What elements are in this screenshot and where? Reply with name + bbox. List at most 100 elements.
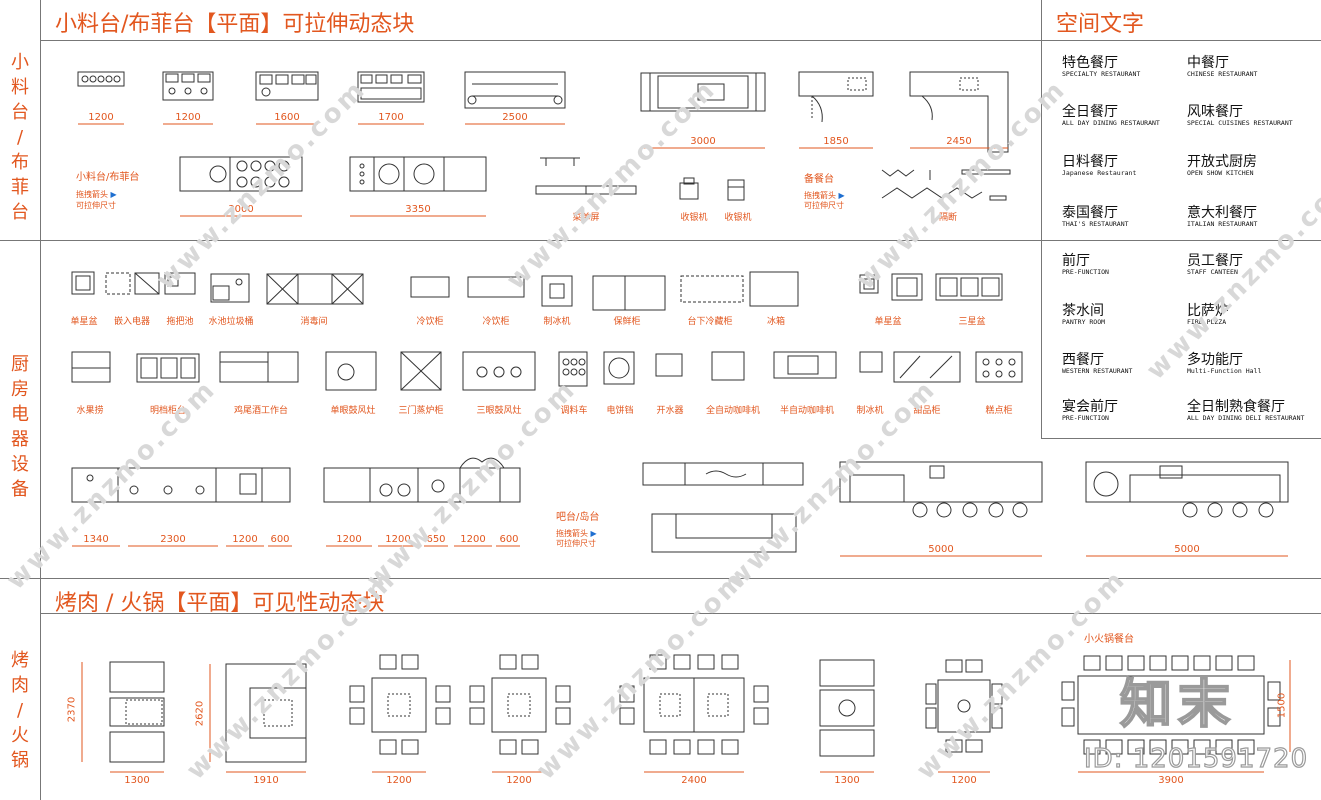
space-name-en: THAI'S RESTAURANT <box>1062 220 1129 228</box>
space-name-zh: 全日制熟食餐厅 <box>1187 399 1285 415</box>
side-char: 房 <box>11 379 29 400</box>
side-char: 烤 <box>11 650 29 671</box>
side-label-counter: 小 料 台 / 布 菲 台 <box>9 50 31 225</box>
space-name-en: ITALIAN RESTAURANT <box>1187 220 1258 228</box>
bar-dim-2: 5000 <box>1174 544 1200 555</box>
cashier-label-1: 收银机 <box>680 213 708 223</box>
buffet-drag-hint: 拖拽箭头 ▶ <box>76 189 117 200</box>
counter-block-1200a <box>77 71 125 87</box>
dim-1200b: 1200 <box>175 112 201 123</box>
dim-3000: 3000 <box>690 136 716 147</box>
space-name-en: CHINESE RESTAURANT <box>1187 70 1258 78</box>
space-name-zh: 开放式厨房 <box>1187 154 1257 170</box>
space-name-en: ALL DAY DINING DELI RESTAURANT <box>1187 414 1305 422</box>
side-char: / <box>16 127 24 148</box>
side-label-bbq: 烤 肉 / 火 锅 <box>9 648 31 773</box>
drag-hint-text: 拖拽箭头 <box>76 190 108 199</box>
space-name-en: Japanese Restaurant <box>1062 169 1137 177</box>
menu-screen <box>535 157 637 195</box>
appliance-label: 调料车 <box>560 406 588 416</box>
menu-screen-label: 菜单屏 <box>572 213 600 223</box>
bbq-table-4a <box>349 654 451 755</box>
space-title-sep <box>1041 0 1042 40</box>
appliance-label: 水果捞 <box>76 406 104 416</box>
bbq-dim: 1200 <box>506 775 532 786</box>
space-name-en: PRE-FUNCTION <box>1062 268 1109 276</box>
space-name-en: WESTERN RESTAURANT <box>1062 367 1133 375</box>
appliance-label: 单星盆 <box>874 317 902 327</box>
side-char: 设 <box>11 454 29 475</box>
kitchen-divider <box>0 240 1321 241</box>
dim-buffet-3000: 3000 <box>228 204 254 215</box>
counter-section-title: 小料台/布菲台【平面】可拉伸动态块 <box>55 12 415 37</box>
line-dim: 1340 <box>83 534 109 545</box>
line-dim: 1200 <box>385 534 411 545</box>
space-name-en: OPEN SHOW KITCHEN <box>1187 169 1254 177</box>
line-dim: 1200 <box>460 534 486 545</box>
kitchen-row-b <box>71 351 1023 391</box>
space-panel-left <box>1041 0 1042 438</box>
space-name-en: SPECIALTY RESTAURANT <box>1062 70 1141 78</box>
partition-label: 隔断 <box>938 213 957 223</box>
appliance-label: 拖把池 <box>166 317 194 327</box>
dim-2450: 2450 <box>946 136 972 147</box>
appliance-label: 三门蒸炉柜 <box>398 406 444 416</box>
line-dim: 2300 <box>160 534 186 545</box>
appliance-label: 全自动咖啡机 <box>705 406 760 416</box>
cashier-label-2: 收银机 <box>724 213 752 223</box>
line-dim: 1200 <box>232 534 258 545</box>
side-char: 火 <box>11 725 29 746</box>
space-name-zh: 风味餐厅 <box>1187 104 1243 120</box>
side-char: 布 <box>11 152 29 173</box>
space-name-en: SPECIAL CUISINES RESTAURANT <box>1187 119 1293 127</box>
bbq-dim: 3900 <box>1158 775 1184 786</box>
space-name-en: PRE-FUNCTION <box>1062 414 1109 422</box>
appliance-label: 甜品柜 <box>913 406 941 416</box>
bar-drag-hint: 拖拽箭头 ▶ <box>556 528 597 539</box>
counter-block-1600 <box>255 71 319 101</box>
hotpot-table-1200 <box>925 659 1003 753</box>
kitchen-row-a <box>71 271 1003 311</box>
hotpot-booth-1300 <box>819 659 875 757</box>
space-name-zh: 前厅 <box>1062 253 1090 269</box>
play-arrow-icon: ▶ <box>590 529 597 538</box>
appliance-label: 单星盆 <box>70 317 98 327</box>
bbq-divider-top <box>0 578 1321 579</box>
bbq-booth-2620 <box>225 663 307 763</box>
space-name-zh: 日料餐厅 <box>1062 154 1118 170</box>
bbq-table-8 <box>619 654 769 755</box>
space-name-zh: 特色餐厅 <box>1062 55 1118 71</box>
line-dim: 1200 <box>336 534 362 545</box>
bar-dim-1: 5000 <box>928 544 954 555</box>
space-name-zh: 多功能厅 <box>1187 352 1243 368</box>
bar-stretch-hint: 可拉伸尺寸 <box>556 539 596 548</box>
side-char: 备 <box>11 479 29 500</box>
appliance-label: 制冰机 <box>543 317 571 327</box>
buffet-title: 小料台/布菲台 <box>76 172 140 183</box>
hot-pot-title: 小火锅餐台 <box>1084 634 1134 645</box>
space-name-en: PANTRY ROOM <box>1062 318 1106 326</box>
side-char: 料 <box>11 77 29 98</box>
drag-hint-text: 拖拽箭头 <box>556 529 588 538</box>
counter-block-1850 <box>798 71 874 123</box>
bbq-dim: 1200 <box>386 775 412 786</box>
counter-block-2500 <box>464 71 566 109</box>
side-char: 小 <box>11 52 29 73</box>
appliance-label: 冰箱 <box>766 317 785 327</box>
side-char: 菲 <box>11 177 29 198</box>
appliance-label: 制冰机 <box>856 406 884 416</box>
kitchen-line-dims <box>72 545 1288 557</box>
line-dim: 600 <box>499 534 519 545</box>
bbq-booth-2370 <box>109 661 165 763</box>
appliance-label: 鸡尾酒工作台 <box>233 406 288 416</box>
buffet-3350 <box>349 156 487 192</box>
play-arrow-icon: ▶ <box>110 190 117 199</box>
play-arrow-icon: ▶ <box>838 191 845 200</box>
appliance-label: 开水器 <box>656 406 684 416</box>
bbq-vdim-1500: 1500 <box>1276 692 1288 719</box>
bbq-divider-bottom <box>40 613 1321 614</box>
dim-buffet-3350: 3350 <box>405 204 431 215</box>
appliance-label: 三眼鼓风灶 <box>476 406 522 416</box>
bbq-table-4b <box>469 654 571 755</box>
